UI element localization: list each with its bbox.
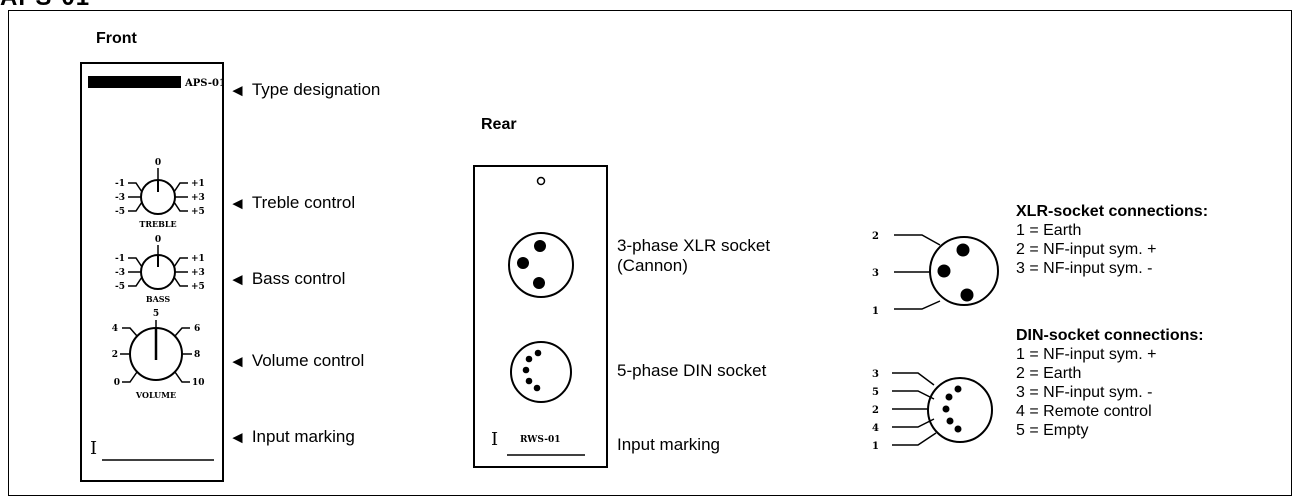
rear-panel: I RWS-01 (473, 165, 608, 468)
rear-heading: Rear (481, 116, 517, 133)
arrow-left-icon: ◄ (229, 193, 246, 213)
arrow-left-icon: ◄ (229, 427, 246, 447)
arrow-left-icon: ◄ (229, 351, 246, 371)
volume-left-3: 0 (114, 378, 120, 388)
treble-right-1: +1 (191, 179, 205, 189)
din-pin-label: 3 (872, 369, 879, 380)
xlr-socket-front (508, 232, 574, 298)
treble-left-2: -3 (115, 193, 125, 203)
din-pinout-diagram: 3 5 2 4 1 (872, 369, 993, 452)
mount-hole (536, 176, 546, 186)
arrow-left-icon: ◄ (229, 80, 246, 100)
rear-input-mark: I (491, 429, 498, 450)
din-connection-line: 2 = Earth (1016, 365, 1082, 382)
din-connections-list: DIN-socket connections: 1 = NF-input sym… (1016, 327, 1204, 440)
treble-left-1: -1 (115, 179, 125, 189)
din-pin-label: 2 (872, 405, 879, 416)
type-designation-label: ◄ Type designation (229, 80, 381, 100)
volume-top: 5 (153, 309, 159, 319)
bass-left-2: -3 (115, 268, 125, 278)
xlr-connection-line: 1 = Earth (1016, 222, 1082, 239)
xlr-socket-label: 3-phase XLR socket (Cannon) (617, 236, 771, 275)
xlr-pin-label: 3 (872, 268, 879, 279)
front-panel-drawing: APS-01 0 -1 -3 -5 +1 +3 +5 TREBLE (88, 76, 222, 461)
din-socket-front (510, 341, 572, 403)
bass-knob: 0 -1 -3 -5 +1 +3 +5 BASS (115, 235, 205, 304)
xlr-connections-title: XLR-socket connections: (1016, 203, 1209, 220)
bass-top: 0 (155, 235, 161, 245)
xlr-connections-list: XLR-socket connections: 1 = Earth 2 = NF… (1016, 203, 1208, 278)
din-socket-label: 5-phase DIN socket (617, 361, 767, 380)
treble-control-label: ◄ Treble control (229, 193, 356, 213)
input-marking-label-front: ◄ Input marking (229, 427, 355, 447)
bass-left-3: -5 (115, 282, 125, 292)
din-pin-label: 1 (872, 441, 879, 452)
volume-knob: 5 4 2 0 6 8 10 VOLUME (112, 309, 205, 400)
din-connection-line: 3 = NF-input sym. - (1016, 384, 1153, 401)
treble-left-3: -5 (115, 207, 125, 217)
bass-right-1: +1 (191, 254, 205, 264)
volume-right-3: 10 (192, 378, 205, 388)
input-marking-label-rear: Input marking (617, 435, 720, 454)
din-connection-line: 5 = Empty (1016, 422, 1089, 439)
xlr-pin-label: 2 (872, 231, 879, 242)
xlr-pin-label: 1 (872, 306, 879, 317)
front-panel: APS-01 0 -1 -3 -5 +1 +3 +5 TREBLE (80, 62, 224, 482)
xlr-pinout-diagram: 2 3 1 (872, 231, 999, 317)
bass-right-2: +3 (191, 268, 205, 278)
rear-type-text: RWS-01 (520, 435, 560, 445)
bass-control-label: ◄ Bass control (229, 269, 346, 289)
din-pin-label: 4 (872, 423, 879, 434)
treble-knob: 0 -1 -3 -5 +1 +3 +5 TREBLE (115, 158, 205, 229)
bass-left-1: -1 (115, 254, 125, 264)
front-input-mark: I (90, 438, 97, 459)
front-type-text: APS-01 (184, 78, 222, 89)
volume-left-2: 2 (112, 350, 118, 360)
bass-name: BASS (146, 294, 171, 304)
treble-top: 0 (155, 158, 161, 168)
din-connection-line: 4 = Remote control (1016, 403, 1152, 420)
din-pin-label: 5 (872, 387, 879, 398)
front-heading: Front (96, 30, 137, 47)
treble-right-3: +5 (191, 207, 205, 217)
din-connections-title: DIN-socket connections: (1016, 327, 1204, 344)
volume-name: VOLUME (135, 390, 176, 400)
volume-left-1: 4 (112, 324, 118, 334)
page-title: APS-01 (0, 0, 90, 12)
bass-right-3: +5 (191, 282, 205, 292)
xlr-connection-line: 2 = NF-input sym. + (1016, 241, 1157, 258)
treble-name: TREBLE (139, 219, 176, 229)
volume-right-2: 8 (194, 350, 200, 360)
volume-right-1: 6 (194, 324, 200, 334)
arrow-left-icon: ◄ (229, 269, 246, 289)
rear-panel-drawing: I RWS-01 (491, 176, 585, 456)
diagram-frame (8, 10, 1292, 496)
type-bar (88, 76, 181, 88)
din-connection-line: 1 = NF-input sym. + (1016, 346, 1157, 363)
xlr-connection-line: 3 = NF-input sym. - (1016, 260, 1153, 277)
treble-right-2: +3 (191, 193, 205, 203)
volume-control-label: ◄ Volume control (229, 351, 365, 371)
